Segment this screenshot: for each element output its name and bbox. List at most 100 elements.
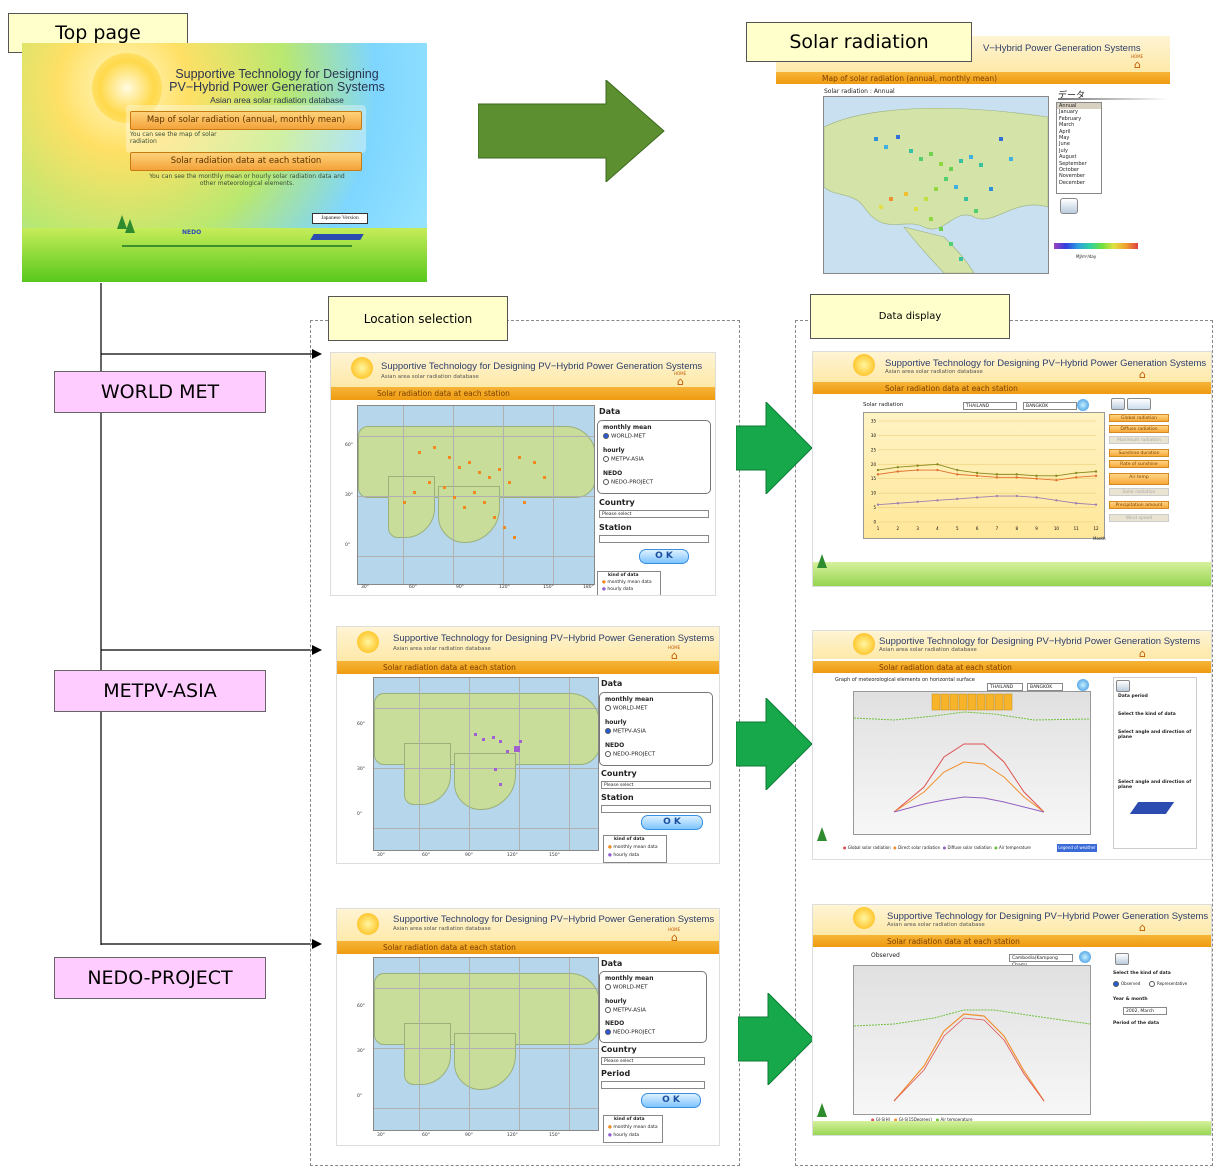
solar-radiation-button[interactable]: Solar radiation	[1109, 488, 1169, 496]
month-item[interactable]: November	[1059, 173, 1086, 180]
country-heading: Country	[601, 1045, 637, 1054]
radio-world-met[interactable]: WORLD-MET	[605, 705, 647, 712]
home-icon[interactable]: ⌂	[1139, 368, 1146, 381]
home-icon[interactable]: ⌂	[1139, 921, 1146, 934]
y-tick-label: 35	[871, 419, 877, 424]
map-button[interactable]: Map of solar radiation (annual, monthly …	[130, 111, 362, 130]
download-icon[interactable]	[1127, 398, 1151, 410]
period-select[interactable]	[601, 1081, 705, 1089]
lon-label: 90°	[456, 585, 464, 590]
month-list[interactable]: Annual January February March April May …	[1056, 102, 1102, 194]
month-item[interactable]: May	[1059, 135, 1070, 142]
data-point	[916, 500, 919, 503]
air-temp-button[interactable]: Air temp	[1109, 473, 1169, 485]
legend-hourly: ● hourly data	[608, 853, 640, 858]
month-item[interactable]: Annual	[1057, 103, 1101, 110]
radio-nedo-project[interactable]: NEDO-PROJECT	[605, 751, 655, 758]
location-screen-world-met: Supportive Technology for Designing PV−H…	[330, 352, 716, 596]
rate-of-sunshine-button[interactable]: Rate of sunshine	[1109, 460, 1169, 468]
globe-icon[interactable]	[1079, 951, 1091, 963]
series-line	[877, 469, 1097, 481]
solar-map[interactable]	[823, 96, 1049, 274]
station-button[interactable]: Solar radiation data at each station	[130, 152, 362, 171]
chart-title: Solar radiation	[863, 402, 904, 408]
solar-map-title: V−Hybrid Power Generation Systems	[983, 43, 1141, 54]
radio-world-met[interactable]: WORLD-MET	[603, 433, 645, 440]
station-select[interactable]: Cambodia(Kampong Cham)	[1009, 954, 1073, 968]
month-item[interactable]: September	[1059, 160, 1087, 167]
world-met-map[interactable]	[357, 405, 595, 585]
station-select[interactable]: BANGKOK	[1027, 683, 1063, 691]
print-icon[interactable]	[1111, 398, 1125, 410]
legend-monthly: ● monthly mean data	[608, 1125, 658, 1130]
station-select[interactable]	[601, 805, 711, 813]
radio-metpv-asia[interactable]: METPV-ASIA	[605, 728, 646, 735]
print-icon[interactable]	[1116, 680, 1130, 692]
home-icon[interactable]: ⌂	[677, 375, 684, 388]
globe-icon[interactable]	[1077, 679, 1089, 691]
nedo-heading: NEDO	[603, 470, 623, 477]
legend-of-weather-button[interactable]: Legend of weather	[1057, 844, 1097, 852]
japanese-version-button[interactable]: Japanese Version	[312, 213, 368, 224]
home-icon[interactable]: ⌂	[671, 931, 678, 944]
data-point	[876, 473, 880, 476]
radio-world-met[interactable]: WORLD-MET	[605, 984, 647, 991]
month-item[interactable]: June	[1059, 141, 1070, 148]
diffuse-radiation-button[interactable]: Diffuse radiation	[1109, 425, 1169, 433]
sunshine-duration-button[interactable]: Sunshine duration	[1109, 449, 1169, 457]
data-point	[1094, 503, 1098, 506]
legend-hourly: ● hourly data	[602, 587, 634, 592]
solar-radiation-label: Solar radiation	[746, 22, 972, 62]
lat-label: 60°	[357, 1004, 365, 1009]
metpv-asia-map[interactable]	[373, 677, 599, 851]
home-icon[interactable]: ⌂	[1134, 58, 1141, 71]
radio-nedo-project[interactable]: NEDO-PROJECT	[603, 479, 653, 486]
month-item[interactable]: April	[1059, 128, 1071, 135]
month-item[interactable]: July	[1059, 147, 1068, 154]
ok-button[interactable]: O K	[641, 815, 703, 830]
month-item[interactable]: February	[1059, 115, 1082, 122]
month-item[interactable]: January	[1059, 109, 1078, 116]
home-label: HOME	[674, 371, 687, 376]
location-screen-nedo-project: Supportive Technology for Designing PV−H…	[336, 908, 720, 1146]
country-select[interactable]: THAILAND	[987, 683, 1023, 691]
nedo-project-map[interactable]	[373, 957, 599, 1131]
print-icon[interactable]	[1060, 198, 1078, 214]
station-select[interactable]	[599, 535, 709, 543]
global-radiation-button[interactable]: Global radiation	[1109, 414, 1169, 422]
radio-observed[interactable]: Observed	[1113, 981, 1140, 987]
year-month-select[interactable]: 2002, March	[1123, 1007, 1167, 1015]
maximum-radiation-button[interactable]: Maximum radiation	[1109, 436, 1169, 444]
radio-metpv-asia[interactable]: METPV-ASIA	[603, 456, 644, 463]
x-tick-label: 12	[1093, 526, 1099, 531]
ok-button[interactable]: O K	[639, 549, 689, 564]
month-item[interactable]: August	[1059, 154, 1077, 161]
y-tick-label: 25	[871, 447, 877, 452]
month-item[interactable]: October	[1059, 167, 1080, 174]
display-screen-observed: Supportive Technology for Designing PV−H…	[812, 904, 1212, 1136]
month-item[interactable]: March	[1059, 122, 1075, 129]
legend-item: Diffuse solar radiation	[947, 845, 992, 850]
lon-label: 60°	[409, 585, 417, 590]
radio-metpv-asia[interactable]: METPV-ASIA	[605, 1007, 646, 1014]
month-item[interactable]: December	[1059, 179, 1085, 186]
precipitation-button[interactable]: Precipitation amount	[1109, 501, 1169, 509]
hourly-heading: hourly	[605, 998, 627, 1005]
home-icon[interactable]: ⌂	[671, 649, 678, 662]
monthly-mean-heading: monthly mean	[605, 975, 654, 982]
globe-icon[interactable]	[1077, 399, 1089, 411]
radio-representative[interactable]: Representative	[1149, 981, 1187, 987]
country-select[interactable]: Please select	[601, 781, 711, 789]
country-select[interactable]: THAILAND	[963, 402, 1017, 410]
home-label: HOME	[668, 645, 681, 650]
country-select[interactable]: Please select	[601, 1057, 705, 1065]
home-icon[interactable]: ⌂	[1139, 647, 1146, 660]
station-select[interactable]: BANGKOK	[1023, 402, 1077, 410]
country-select[interactable]: Please select	[599, 510, 709, 518]
solar-panel-icon	[1129, 802, 1175, 814]
wind-speed-button[interactable]: Wind speed	[1109, 514, 1169, 522]
print-icon[interactable]	[1115, 953, 1129, 965]
radio-nedo-project[interactable]: NEDO-PROJECT	[605, 1029, 655, 1036]
ok-button[interactable]: O K	[641, 1093, 701, 1108]
display-screen-hourly: Supportive Technology for Designing PV−H…	[812, 630, 1212, 860]
